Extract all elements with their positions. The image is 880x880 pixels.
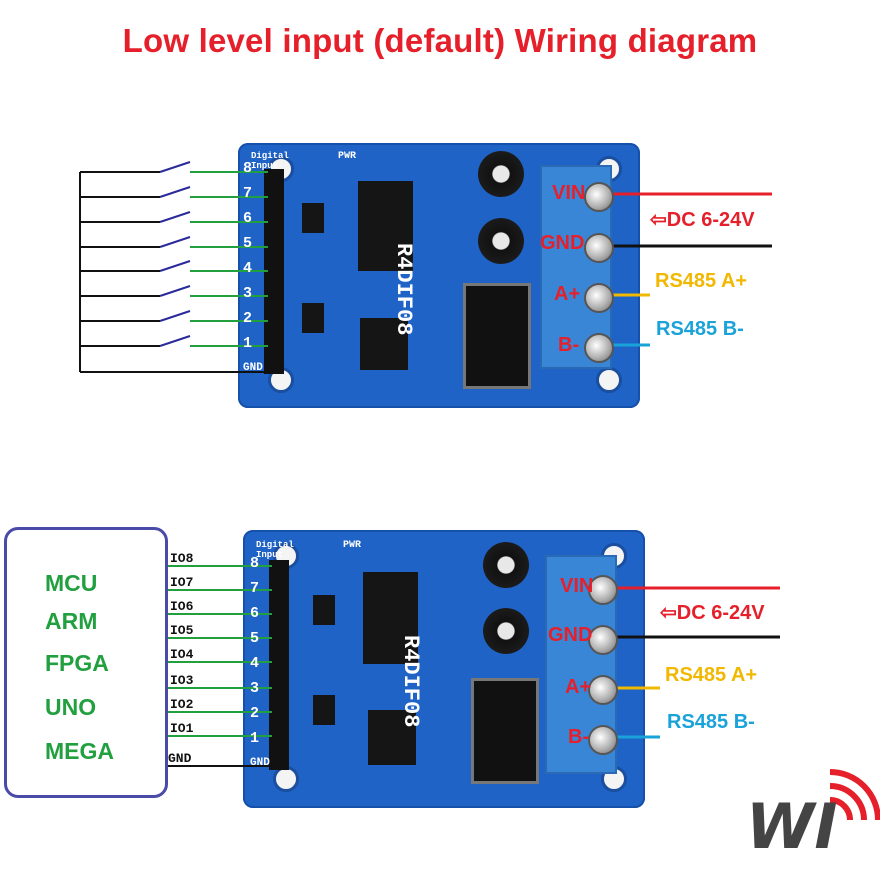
terminal-screw [584,283,614,313]
io-label: GND [168,751,192,766]
pin-label: GND [243,362,263,374]
pin-label: 3 [243,285,253,302]
pin-label: 4 [243,260,253,277]
pin-label: 6 [250,605,260,622]
pin-label: 1 [250,730,260,747]
io-label: IO1 [170,721,194,736]
transceiver-chip [368,710,416,765]
terminal-screw [584,333,614,363]
b-minus-label: B- [558,334,580,356]
pin-label: 8 [243,160,253,177]
diagram-title: Low level input (default) Wiring diagram [122,22,758,59]
pin-label: 5 [250,630,260,647]
pwr-label: PWR [343,540,362,551]
mcu-name: MEGA [45,738,114,764]
switch-inputs-top [80,161,268,373]
dc-supply-text: DC 6-24V [676,602,765,624]
mcu-name: FPGA [45,650,109,676]
vin-label: VIN [560,575,594,597]
pin-label: 7 [243,185,253,202]
terminal-screw [588,575,618,605]
shift-register-chip [358,181,413,271]
b-minus-label: B- [568,726,590,748]
smd-chip [313,695,335,725]
terminal-screw [588,625,618,655]
terminal-screw [588,725,618,755]
io-label: IO8 [170,551,194,566]
io-label: IO2 [170,697,194,712]
pin-label: 1 [243,335,253,352]
pin-label: 7 [250,580,260,597]
pwr-label: PWR [338,151,357,162]
pin-header [269,560,289,770]
pin-label: 3 [250,680,260,697]
terminal-screw [588,675,618,705]
vin-label: VIN [552,182,586,204]
brand-logo: WI [746,790,838,863]
pin-header [264,169,284,374]
voltage-regulator [463,283,531,389]
mounting-hole [596,367,622,393]
module-board-top: Digital Input PWR R4DIF08 [238,143,640,408]
mcu-name: ARM [45,608,98,634]
digital-input-label: Digital Input [256,540,294,560]
io-label: IO3 [170,673,194,688]
io-label: IO4 [170,647,194,662]
pin-label: 5 [243,235,253,252]
gnd-label: GND [548,624,593,646]
io-label: IO5 [170,623,194,638]
capacitor [483,608,529,654]
smd-chip [302,203,324,233]
wifi-signal-icon [829,769,880,821]
pin-label: 8 [250,555,260,572]
pin-label: 2 [250,705,260,722]
io-label: IO7 [170,575,194,590]
rs485a-label: RS485 A+ [665,664,758,686]
dc-supply-label: ⇦DC 6-24V [660,600,765,625]
capacitor [478,218,524,264]
arrow-left-icon: ⇦ [660,602,677,624]
dc-supply-text: DC 6-24V [666,209,755,231]
pin-label: 2 [243,310,253,327]
shift-register-chip [363,572,418,664]
rs485a-label: RS485 A+ [655,270,748,292]
pin-label: 6 [243,210,253,227]
arrow-left-icon: ⇦ [650,209,667,231]
terminal-screw [584,233,614,263]
pin-label: GND [250,757,270,769]
voltage-regulator [471,678,539,784]
transceiver-chip [360,318,408,370]
mcu-name: UNO [45,694,97,720]
mcu-box: MCU ARM FPGA UNO MEGA [4,527,168,798]
pin-label: 4 [250,655,260,672]
a-plus-label: A+ [554,283,581,305]
smd-chip [302,303,324,333]
digital-input-label: Digital Input [251,151,289,171]
rs485b-label: RS485 B- [656,318,744,340]
capacitor [483,542,529,588]
capacitor [478,151,524,197]
rs485b-label: RS485 B- [667,711,755,733]
terminal-screw [584,182,614,212]
smd-chip [313,595,335,625]
gnd-label: GND [540,232,585,254]
dc-supply-label: ⇦DC 6-24V [650,207,755,232]
mcu-name: MCU [45,570,98,596]
a-plus-label: A+ [565,676,592,698]
io-wires-bottom [162,565,272,767]
io-label: IO6 [170,599,194,614]
